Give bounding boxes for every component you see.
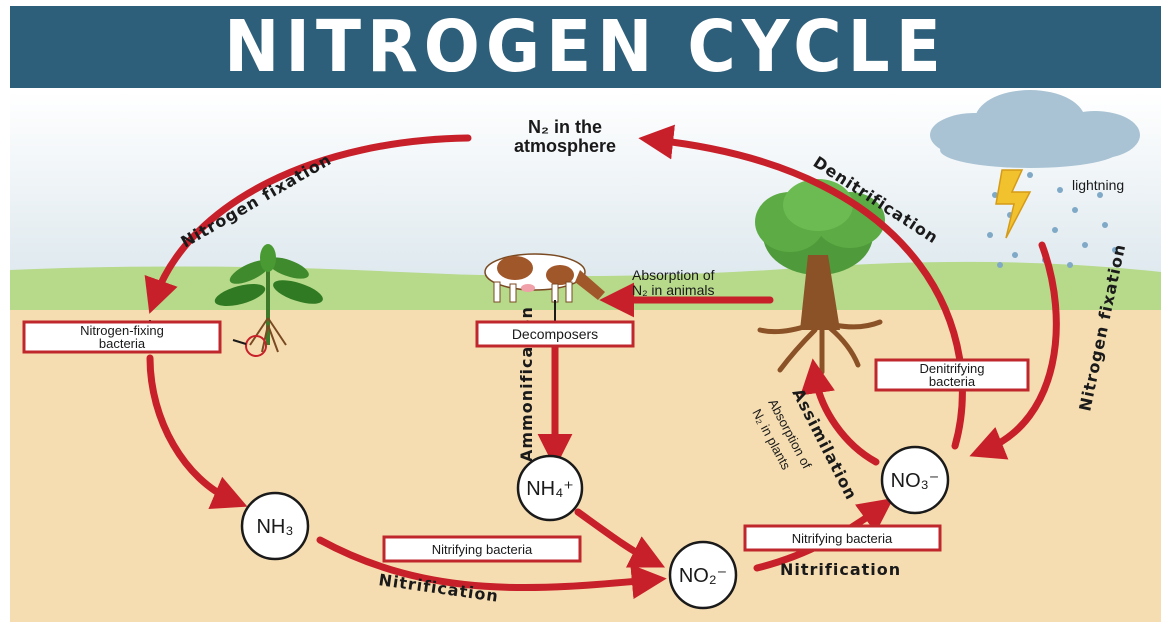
denitrifying-box-line2: bacteria xyxy=(929,374,976,389)
no2-label: NO₂⁻ xyxy=(679,565,727,587)
atmosphere-label-line1: N₂ in the xyxy=(528,117,602,137)
decomposers-label: Decomposers xyxy=(512,326,598,342)
nitrifying-box-2-label: Nitrifying bacteria xyxy=(792,531,893,546)
absorption-animals-line2: N₂ in animals xyxy=(632,282,714,298)
nitrifying-box-1-label: Nitrifying bacteria xyxy=(432,542,533,557)
lightning-label: lightning xyxy=(1072,177,1124,193)
absorption-animals-line1: Absorption of xyxy=(632,267,715,283)
atmosphere-label-line2: atmosphere xyxy=(514,136,616,156)
nh3-label: NH₃ xyxy=(256,516,293,538)
soil-background xyxy=(10,310,1161,622)
process-nitrification-right: Nitrification xyxy=(780,560,901,579)
nitrogen-fixing-box-line2: bacteria xyxy=(99,336,146,351)
nh4-label: NH₄⁺ xyxy=(526,478,574,500)
no3-label: NO₃⁻ xyxy=(891,470,940,492)
